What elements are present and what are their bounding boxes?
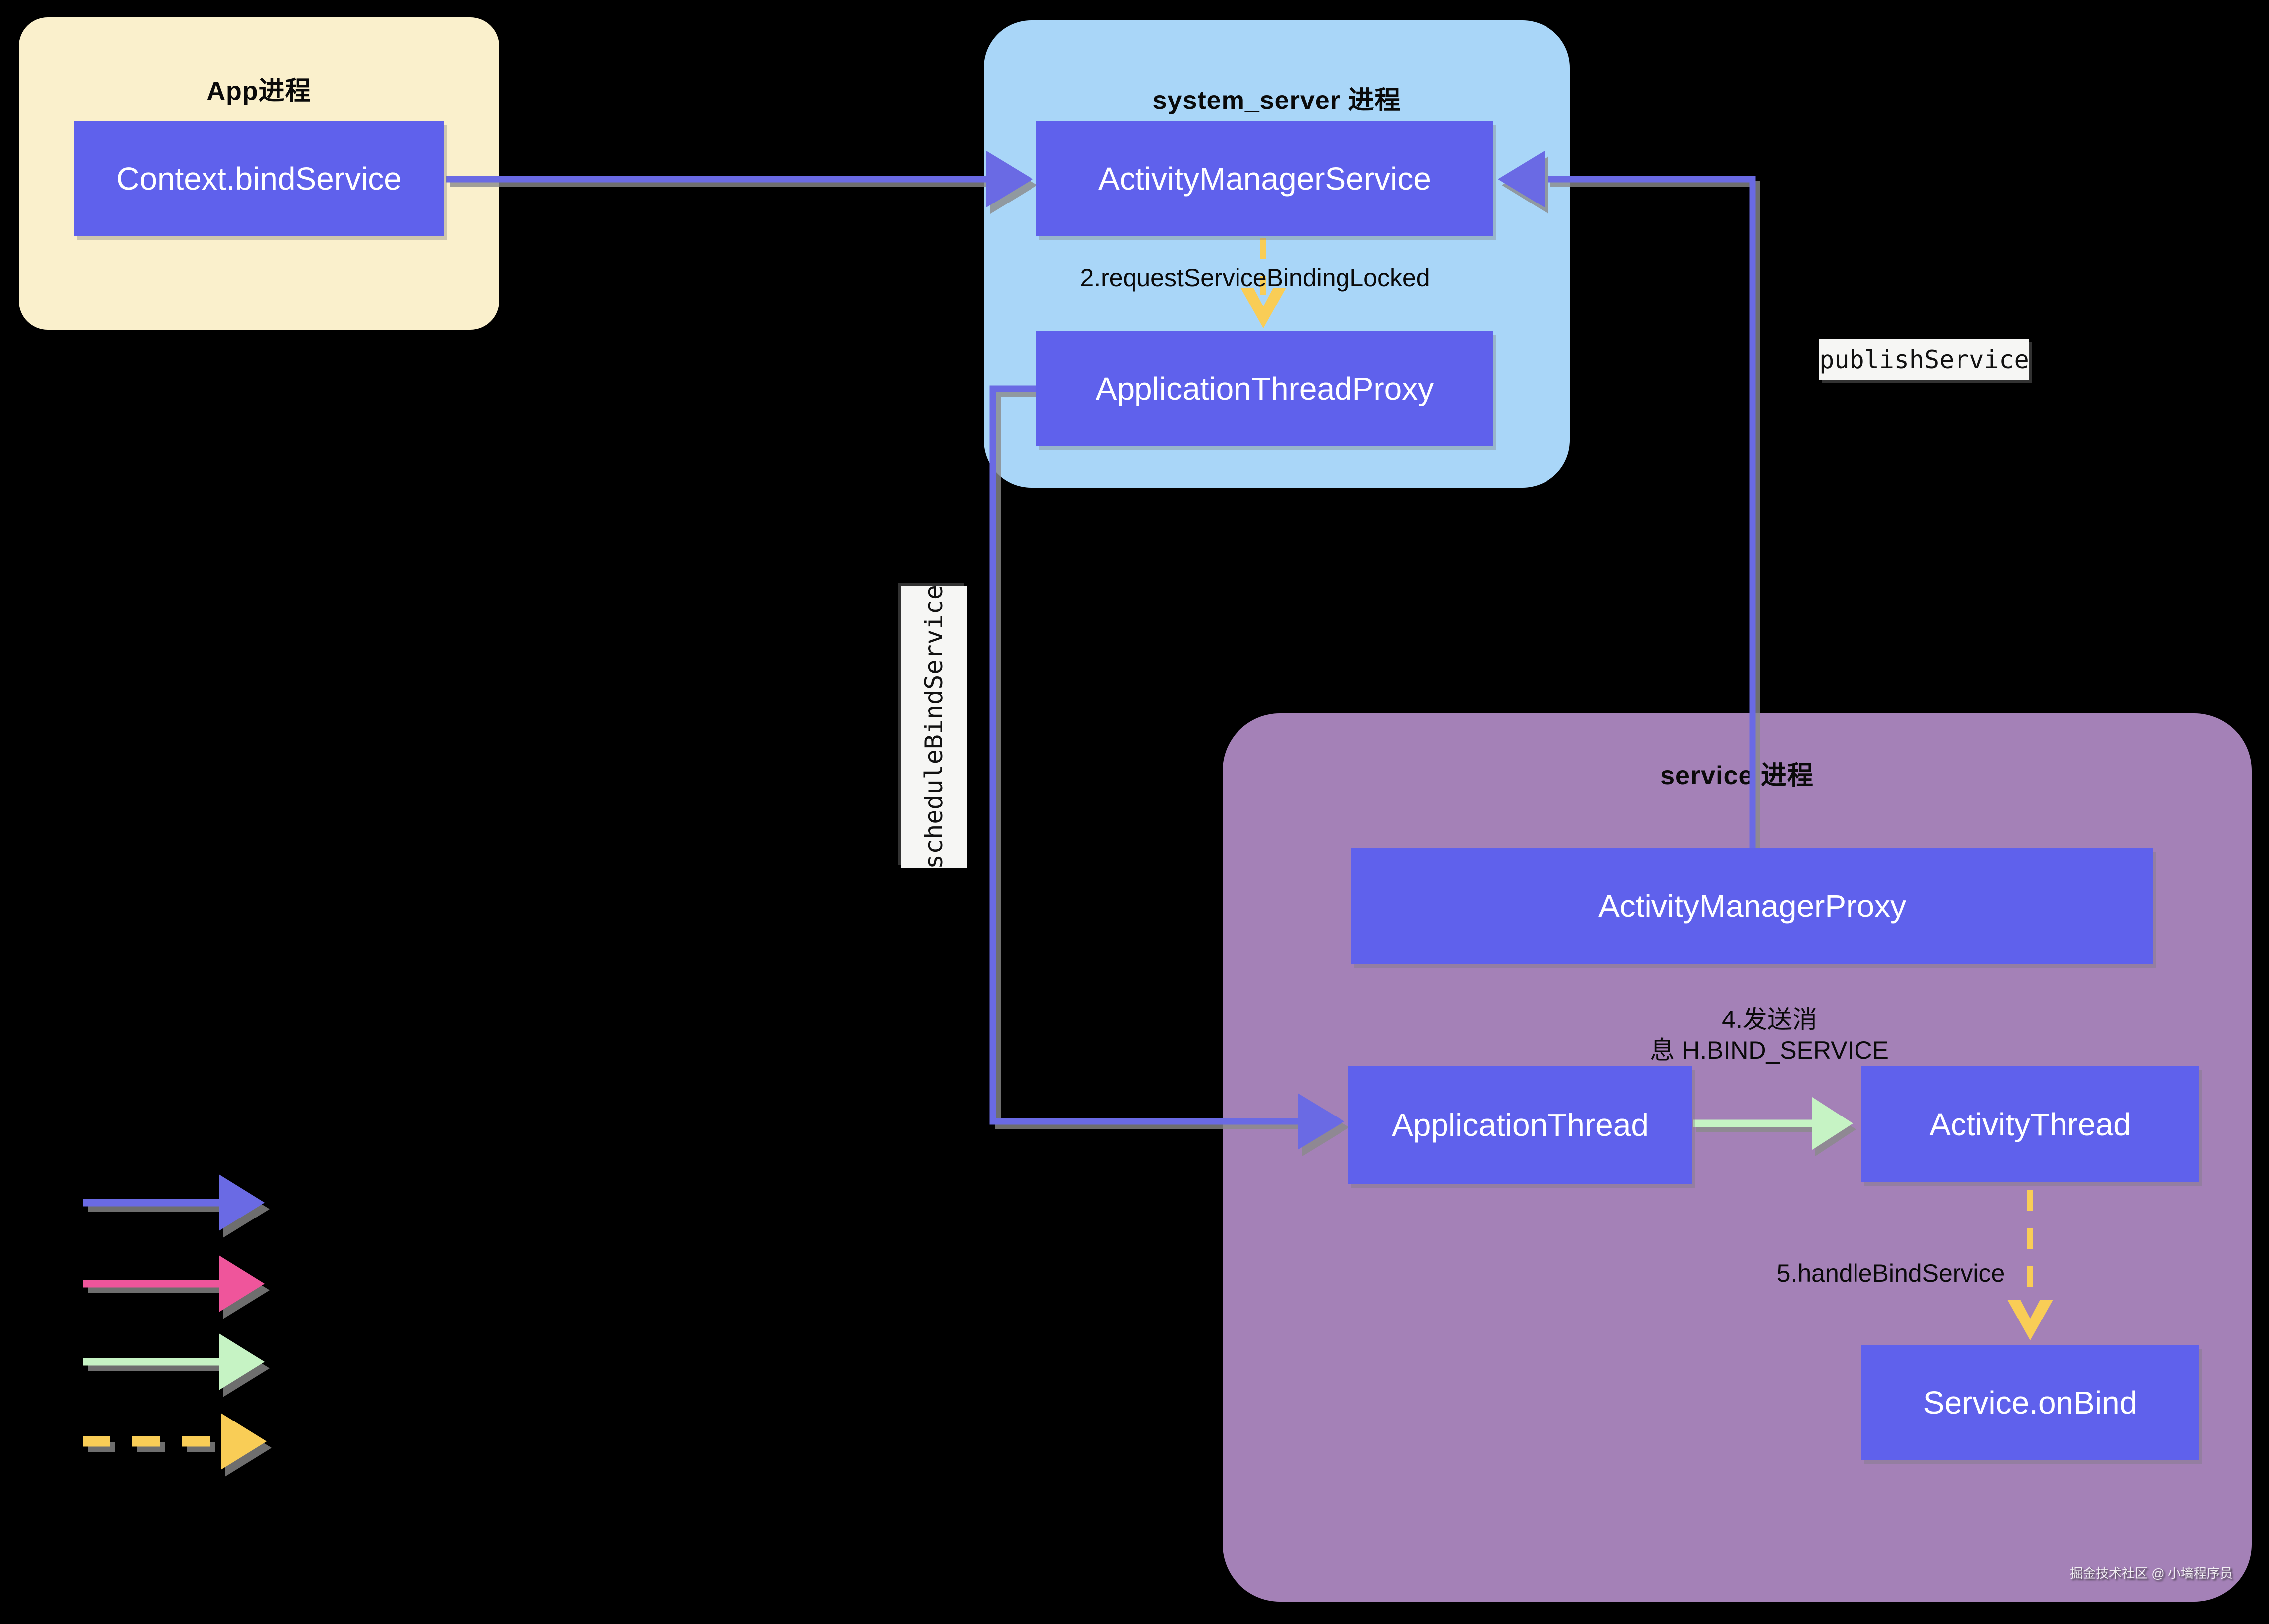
label-handle-bind-service: 5.handleBindService xyxy=(1776,1259,2005,1287)
node-application-thread-label: ApplicationThread xyxy=(1392,1107,1649,1143)
node-activity-manager-proxy: ActivityManagerProxy xyxy=(1351,848,2153,964)
label-request-service-binding: 2.requestServiceBindingLocked xyxy=(1080,264,1430,292)
app-process-title: App进程 xyxy=(206,77,311,105)
node-service-on-bind: Service.onBind xyxy=(1861,1345,2199,1460)
legend-arrow-yellow-dashed xyxy=(83,1413,272,1477)
legend-arrow-blue xyxy=(83,1174,270,1238)
node-context-bind-service: Context.bindService xyxy=(74,121,444,236)
legend-arrow-green xyxy=(83,1333,270,1397)
label-publish-service-text: publishService xyxy=(1819,345,2029,374)
system-server-process-title: system_server 进程 xyxy=(1152,86,1401,115)
node-activity-thread-label: ActivityThread xyxy=(1929,1106,2131,1142)
arrow-bind-service xyxy=(446,151,1037,214)
legend-arrow-pink xyxy=(83,1255,270,1319)
node-context-bind-service-label: Context.bindService xyxy=(116,161,402,197)
label-send-bind-message: 4.发送消 息 H.BIND_SERVICE xyxy=(1650,1004,1889,1066)
label-schedule-bind-service: scheduleBindService xyxy=(901,585,967,870)
node-service-on-bind-label: Service.onBind xyxy=(1923,1385,2138,1421)
node-activity-thread: ActivityThread xyxy=(1861,1066,2199,1182)
label-schedule-bind-service-text: scheduleBindService xyxy=(920,585,948,870)
label-publish-service: publishService xyxy=(1819,339,2029,380)
node-application-thread-proxy: ApplicationThreadProxy xyxy=(1036,331,1493,446)
watermark: 掘金技术社区 @ 小墙程序员 xyxy=(2070,1566,2233,1581)
label-send-bind-message-line2: 息 H.BIND_SERVICE xyxy=(1650,1036,1889,1064)
service-process-title: service 进程 xyxy=(1660,761,1814,790)
node-application-thread: ApplicationThread xyxy=(1348,1066,1692,1184)
node-activity-manager-service: ActivityManagerService xyxy=(1036,121,1493,236)
node-activity-manager-service-label: ActivityManagerService xyxy=(1098,161,1431,197)
node-application-thread-proxy-label: ApplicationThreadProxy xyxy=(1095,371,1434,406)
label-send-bind-message-line1: 4.发送消 xyxy=(1722,1006,1817,1033)
node-activity-manager-proxy-label: ActivityManagerProxy xyxy=(1598,888,1906,924)
